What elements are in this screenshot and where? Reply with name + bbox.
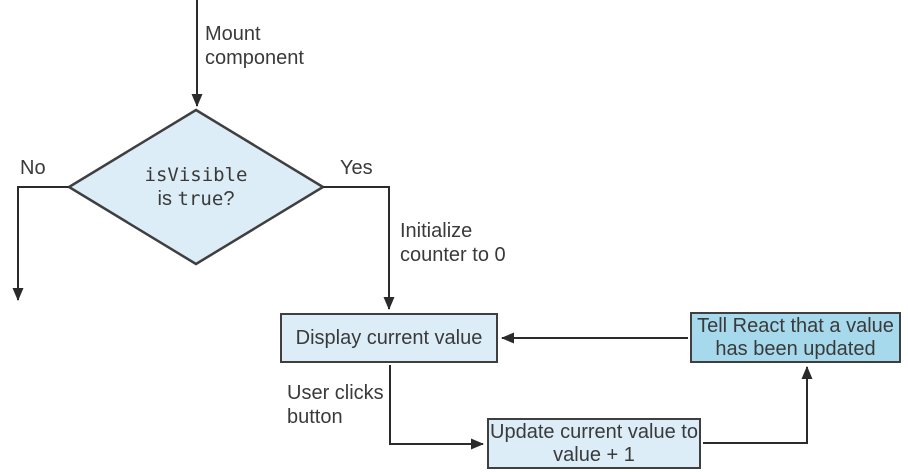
decision-code-true: true — [177, 188, 224, 210]
decision-label-line1: isVisible — [145, 163, 248, 187]
update-to-tell-arrow — [703, 366, 813, 444]
mount-component-label: Mount component — [205, 23, 304, 69]
update-current-value-box: Update current value to value + 1 — [487, 418, 701, 469]
decision-plain-is: is — [157, 188, 178, 210]
decision-label: isVisible is true? — [69, 110, 323, 264]
user-clicks-label: User clicks button — [287, 382, 384, 428]
initialize-counter-label: Initialize counter to 0 — [400, 220, 506, 266]
decision-diamond — [66, 108, 326, 266]
display-to-update-arrow — [389, 365, 484, 450]
no-label: No — [20, 157, 46, 179]
yes-branch-arrow — [323, 186, 395, 310]
tell-react-updated-box: Tell React that a value has been updated — [690, 312, 901, 363]
yes-label: Yes — [340, 157, 373, 179]
decision-plain-question: ? — [223, 188, 235, 210]
display-current-value-box: Display current value — [280, 313, 498, 363]
no-branch-arrow — [12, 186, 69, 301]
decision-label-line2: is true? — [158, 187, 235, 211]
decision-code-isvisible: isVisible — [144, 164, 248, 186]
